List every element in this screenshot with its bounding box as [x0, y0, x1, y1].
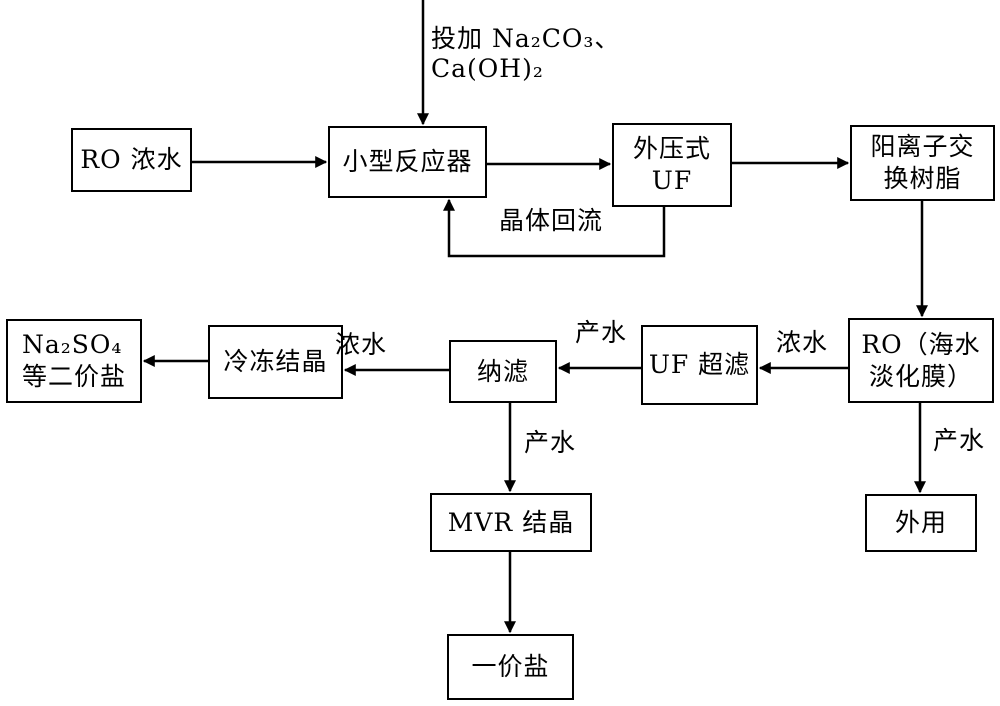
- node-small-reactor-label: 小型反应器: [342, 147, 473, 176]
- node-ro-concentrate-label: RO 浓水: [80, 145, 183, 174]
- node-mvr-crystallization: MVR 结晶: [430, 493, 592, 552]
- node-ro-concentrate: RO 浓水: [71, 128, 192, 192]
- node-freeze-crystallization: 冷冻结晶: [208, 325, 343, 399]
- node-external-use-label: 外用: [894, 508, 947, 537]
- node-external-pressure-uf-label: 外压式 UF: [632, 134, 711, 195]
- node-uf-ultrafiltration-label: UF 超滤: [648, 350, 751, 379]
- node-mvr-crystallization-label: MVR 结晶: [447, 507, 575, 537]
- label-concentrate-ro-to-uf: 浓水: [776, 328, 829, 357]
- node-freeze-crystallization-label: 冷冻结晶: [223, 347, 328, 376]
- label-permeate-uf-to-nf: 产水: [575, 318, 628, 347]
- label-dosing-chemicals: 投加 Na₂CO₃、 Ca(OH)₂: [431, 24, 621, 83]
- label-concentrate-nf-to-freeze: 浓水: [335, 330, 388, 359]
- label-permeate-ro-to-external: 产水: [933, 426, 986, 455]
- node-ro-seawater-membrane-label: RO（海水 淡化膜）: [861, 329, 981, 391]
- node-external-pressure-uf: 外压式 UF: [612, 123, 732, 207]
- label-permeate-nf-to-mvr: 产水: [524, 428, 577, 457]
- node-nanofiltration-label: 纳滤: [476, 356, 529, 386]
- node-monovalent-salt: 一价盐: [447, 634, 574, 700]
- node-divalent-salts: Na₂SO₄ 等二价盐: [6, 319, 142, 403]
- node-ro-seawater-membrane: RO（海水 淡化膜）: [848, 318, 994, 403]
- node-divalent-salts-label: Na₂SO₄ 等二价盐: [22, 330, 127, 391]
- node-nanofiltration: 纳滤: [449, 340, 557, 403]
- node-external-use: 外用: [865, 494, 977, 552]
- node-cation-exchange-resin-label: 阳离子交 换树脂: [870, 132, 975, 193]
- node-small-reactor: 小型反应器: [328, 126, 487, 198]
- node-uf-ultrafiltration: UF 超滤: [641, 325, 758, 405]
- label-crystal-recycle: 晶体回流: [499, 206, 604, 235]
- node-cation-exchange-resin: 阳离子交 换树脂: [850, 125, 995, 201]
- node-monovalent-salt-label: 一价盐: [471, 652, 550, 681]
